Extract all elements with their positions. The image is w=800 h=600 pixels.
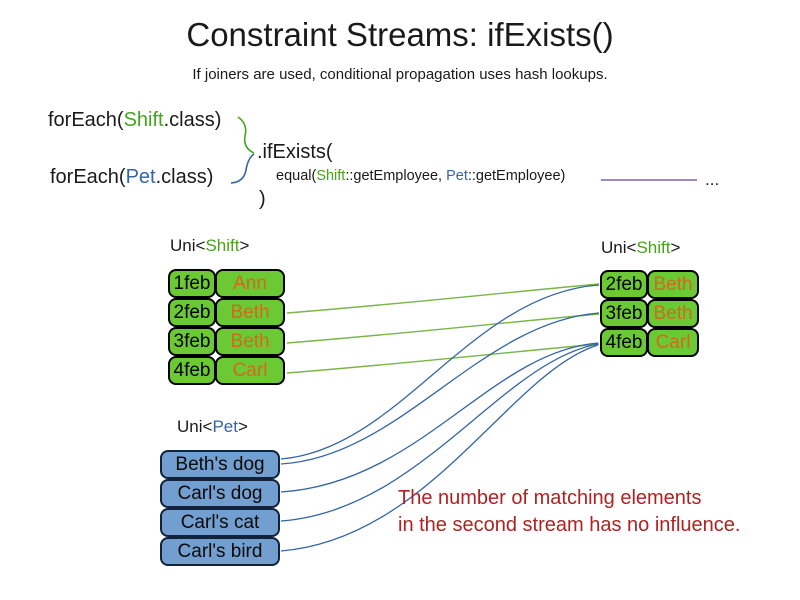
match-line-shift-2feb xyxy=(286,283,600,314)
brace-bottom-blue xyxy=(230,153,255,184)
employee-cell: Beth xyxy=(215,298,285,327)
code-text: .class) xyxy=(163,109,222,131)
employee-cell: Beth xyxy=(647,270,699,299)
shift-row-3feb-beth: 3feb Beth xyxy=(168,327,285,356)
match-line-bethsdog-3feb xyxy=(280,312,600,465)
right-shift-table: 2feb Beth 3feb Beth 4feb Carl xyxy=(600,270,699,357)
date-cell: 2feb xyxy=(600,270,648,299)
pet-row-carls-dog: Carl's dog xyxy=(160,479,280,508)
pet-table: Beth's dog Carl's dog Carl's cat Carl's … xyxy=(160,450,280,566)
header-text: > xyxy=(670,238,681,257)
date-cell: 2feb xyxy=(168,298,216,327)
date-cell: 3feb xyxy=(600,299,648,328)
pet-class-token: Pet xyxy=(125,166,156,188)
header-text: Uni< xyxy=(177,417,213,436)
shift-row-3feb-beth: 3feb Beth xyxy=(600,299,699,328)
shift-row-2feb-beth: 2feb Beth xyxy=(168,298,285,327)
code-ifexists: .ifExists( xyxy=(257,141,333,163)
employee-cell: Beth xyxy=(647,299,699,328)
code-text: ::getEmployee) xyxy=(467,168,566,184)
page-subtitle: If joiners are used, conditional propaga… xyxy=(192,66,608,83)
shift-class-token: Shift xyxy=(123,109,164,131)
employee-cell: Beth xyxy=(215,327,285,356)
date-cell: 4feb xyxy=(168,356,216,385)
date-cell: 1feb xyxy=(168,269,216,298)
code-close-paren: ) xyxy=(259,188,266,210)
shift-row-2feb-beth: 2feb Beth xyxy=(600,270,699,299)
shift-row-1feb-ann: 1feb Ann xyxy=(168,269,285,298)
shift-class-token: Shift xyxy=(316,168,346,184)
note-text: The number of matching elements in the s… xyxy=(398,485,740,539)
date-cell: 3feb xyxy=(168,327,216,356)
joiner-ellipsis: ... xyxy=(705,170,720,189)
shift-row-4feb-carl: 4feb Carl xyxy=(600,328,699,357)
shift-type-token: Shift xyxy=(636,238,671,257)
left-shift-table-header: Uni<Shift> xyxy=(170,236,249,256)
code-foreach-pet: forEach(Pet.class) xyxy=(50,166,213,189)
code-text: forEach( xyxy=(48,109,124,131)
pet-row-beths-dog: Beth's dog xyxy=(160,450,280,479)
pet-class-token: Pet xyxy=(446,168,468,184)
code-text: .class) xyxy=(155,166,214,188)
match-line-carlsdog-4feb xyxy=(280,342,599,493)
pet-row-carls-bird: Carl's bird xyxy=(160,537,280,566)
header-text: > xyxy=(239,236,250,255)
header-text: Uni< xyxy=(601,238,637,257)
header-text: > xyxy=(237,417,248,436)
pet-row-carls-cat: Carl's cat xyxy=(160,508,280,537)
match-line-carlscat-4feb xyxy=(280,343,599,522)
code-text: forEach( xyxy=(50,166,126,188)
code-text: equal( xyxy=(276,168,317,184)
note-line-1: The number of matching elements xyxy=(398,487,702,509)
brace-top-green xyxy=(237,116,255,154)
pet-type-token: Pet xyxy=(212,417,238,436)
header-text: Uni< xyxy=(170,236,206,255)
code-text: ::getEmployee, xyxy=(345,168,447,184)
pet-table-header: Uni<Pet> xyxy=(177,417,248,437)
shift-type-token: Shift xyxy=(205,236,240,255)
page-title: Constraint Streams: ifExists() xyxy=(186,16,614,53)
match-line-shift-4feb xyxy=(286,343,600,374)
left-shift-table: 1feb Ann 2feb Beth 3feb Beth 4feb Carl xyxy=(168,269,285,385)
shift-row-4feb-carl: 4feb Carl xyxy=(168,356,285,385)
right-shift-table-header: Uni<Shift> xyxy=(601,238,680,258)
employee-cell: Carl xyxy=(647,328,699,357)
match-line-bethsdog-2feb xyxy=(280,284,600,460)
employee-cell: Ann xyxy=(215,269,285,298)
code-foreach-shift: forEach(Shift.class) xyxy=(48,109,221,132)
code-equal-joiner: equal(Shift::getEmployee, Pet::getEmploy… xyxy=(276,168,565,184)
match-line-carlsbird-4feb xyxy=(280,344,599,552)
note-line-2: in the second stream has no influence. xyxy=(398,514,741,536)
date-cell: 4feb xyxy=(600,328,648,357)
employee-cell: Carl xyxy=(215,356,285,385)
match-line-shift-3feb xyxy=(286,313,600,344)
